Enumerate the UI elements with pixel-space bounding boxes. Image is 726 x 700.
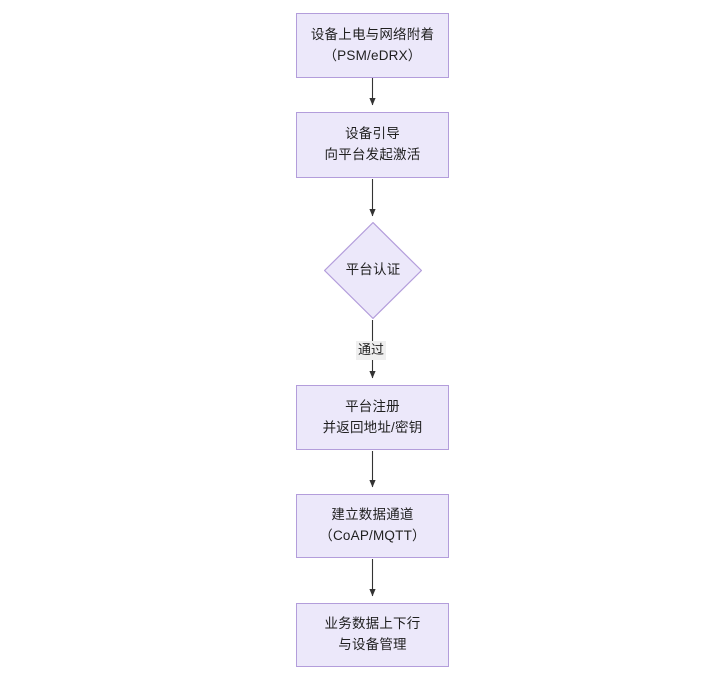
flow-node-label: 业务数据上下行 与设备管理 [324,616,421,652]
flow-node-label-wrap: 平台认证 [324,222,422,319]
flow-node-label: 平台注册 并返回地址/密钥 [322,398,423,435]
flow-node-device-bootstrap[interactable]: 设备引导 向平台发起激活 [296,112,449,178]
flow-node-label: 设备上电与网络附着 （PSM/eDRX） [310,26,435,63]
flow-node-data-channel[interactable]: 建立数据通道 （CoAP/MQTT） [296,494,449,558]
flow-node-device-power-on[interactable]: 设备上电与网络附着 （PSM/eDRX） [296,13,449,78]
flow-node-label: 设备引导 向平台发起激活 [324,126,421,162]
flow-node-label: 建立数据通道 （CoAP/MQTT） [319,507,426,543]
edge-label-pass: 通过 [356,341,387,360]
edge-label-text: 通过 [358,342,385,357]
flow-node-business-data[interactable]: 业务数据上下行 与设备管理 [296,603,449,667]
diamond-shape-icon [324,222,422,319]
flow-node-label: 平台认证 [345,262,401,278]
flow-node-platform-auth[interactable]: 平台认证 [324,222,422,319]
flow-node-platform-register[interactable]: 平台注册 并返回地址/密钥 [296,385,449,450]
